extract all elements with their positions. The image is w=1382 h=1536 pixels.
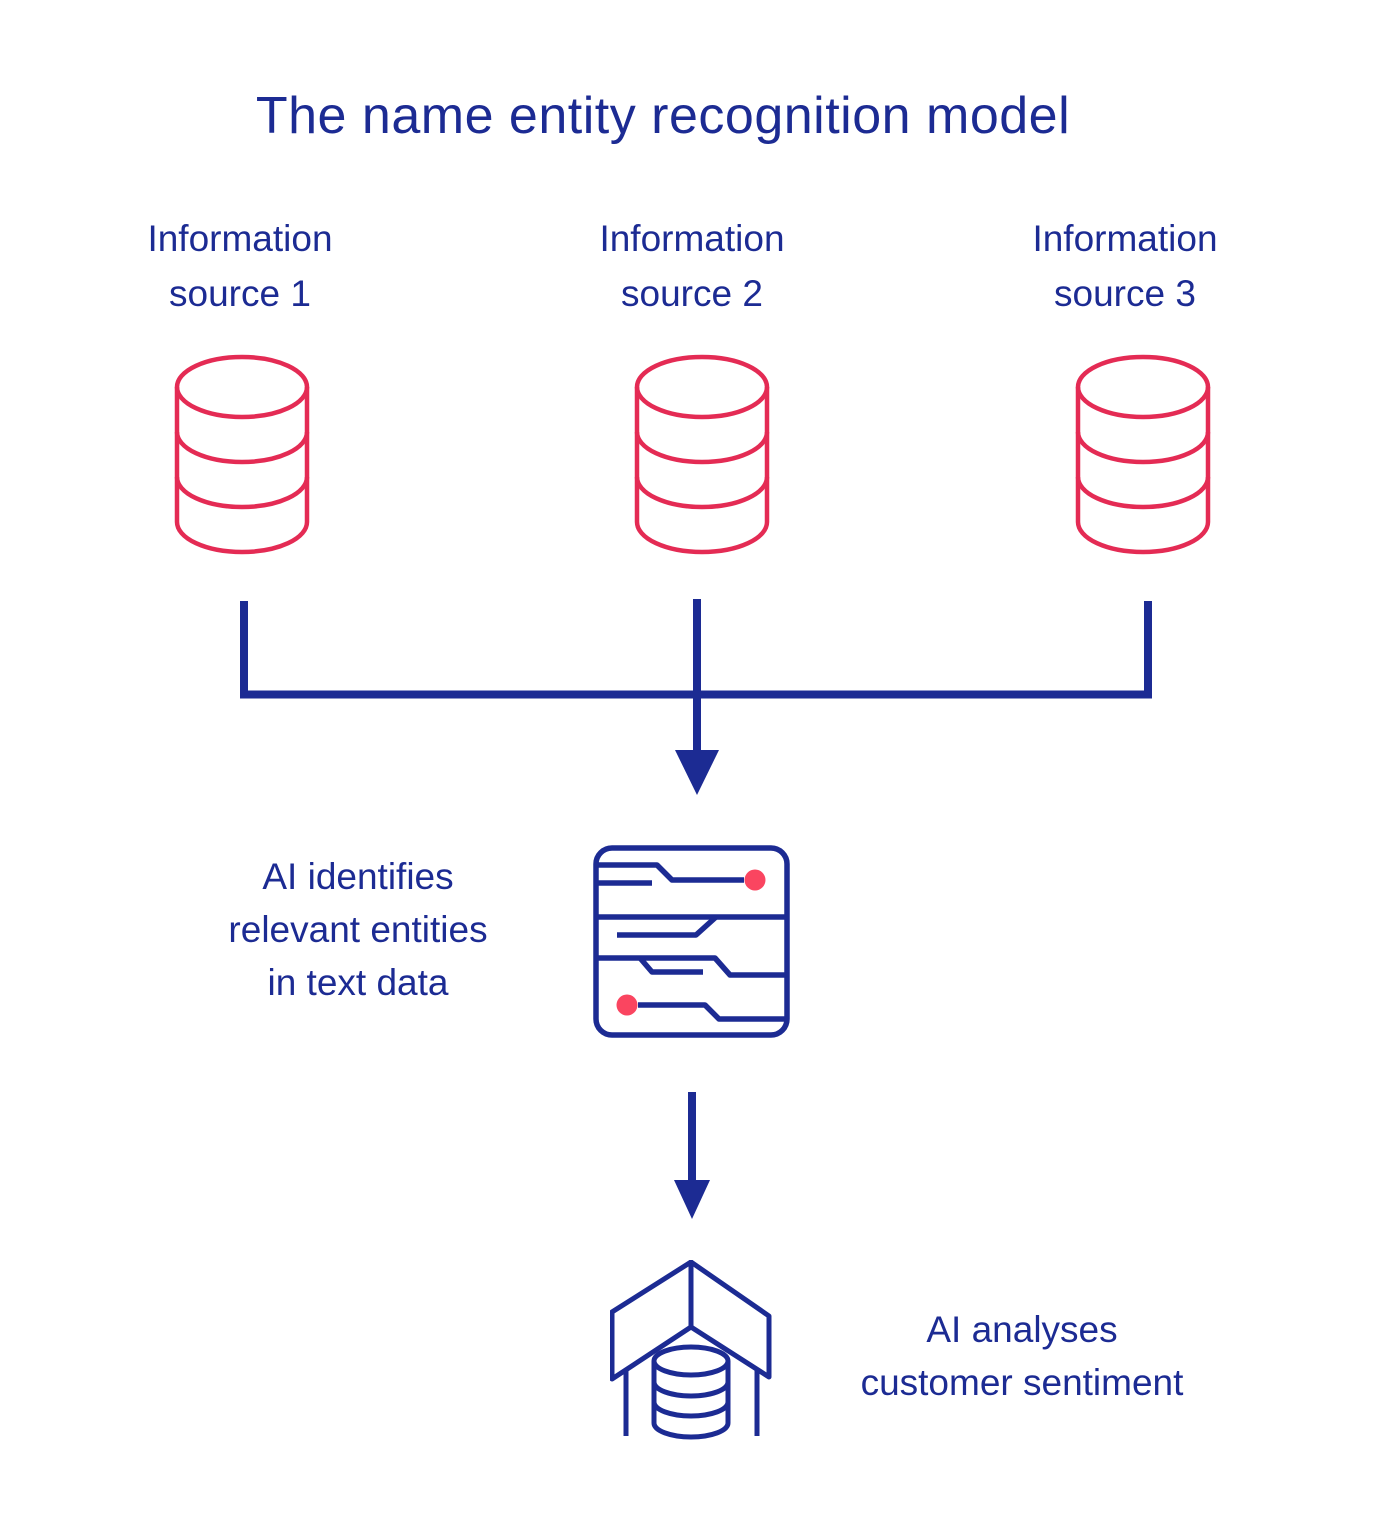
analyse-step-line1: AI analyses xyxy=(926,1309,1118,1350)
source-1-label: Information source 1 xyxy=(80,211,400,321)
database-icon xyxy=(634,354,770,555)
diagram-title: The name entity recognition model xyxy=(255,87,1071,145)
analyse-step-line2: customer sentiment xyxy=(860,1362,1184,1403)
source-2-label: Information source 2 xyxy=(532,211,852,321)
identify-step-line3: in text data xyxy=(267,962,449,1003)
source-2-label-line2: source 2 xyxy=(621,273,763,314)
database-icon xyxy=(174,354,310,555)
database-icon xyxy=(1075,354,1211,555)
source-1-label-line1: Information xyxy=(147,218,333,259)
data-box-icon xyxy=(610,1260,772,1440)
source-2-label-line1: Information xyxy=(599,218,785,259)
identify-step-label: AI identifies relevant entities in text … xyxy=(183,850,533,1009)
identify-step-line2: relevant entities xyxy=(228,909,488,950)
identify-step-line1: AI identifies xyxy=(262,856,454,897)
source-3-label-line2: source 3 xyxy=(1054,273,1196,314)
source-1-label-line2: source 1 xyxy=(169,273,311,314)
source-3-label: Information source 3 xyxy=(965,211,1285,321)
merge-arrow-connector xyxy=(240,599,1152,795)
analyse-step-label: AI analyses customer sentiment xyxy=(822,1303,1222,1409)
source-3-label-line1: Information xyxy=(1032,218,1218,259)
down-arrow xyxy=(674,1092,710,1219)
circuit-board-icon xyxy=(593,845,790,1038)
